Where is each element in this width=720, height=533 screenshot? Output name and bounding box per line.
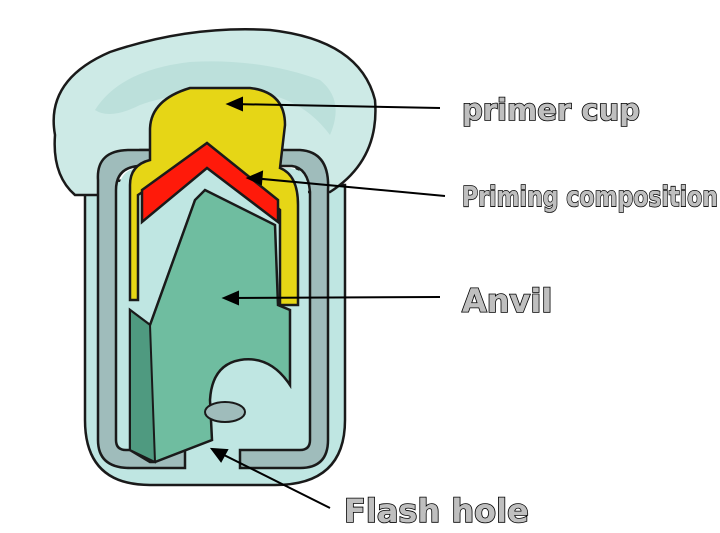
arrow-anvil bbox=[228, 297, 440, 298]
label-priming-composition: Priming composition bbox=[462, 180, 718, 213]
label-flash-hole: Flash hole bbox=[344, 492, 529, 530]
label-anvil: Anvil bbox=[462, 282, 552, 320]
flash-hole-shape bbox=[205, 402, 245, 422]
anvil-shading bbox=[130, 310, 155, 462]
label-primer-cup: primer cup bbox=[462, 93, 640, 127]
